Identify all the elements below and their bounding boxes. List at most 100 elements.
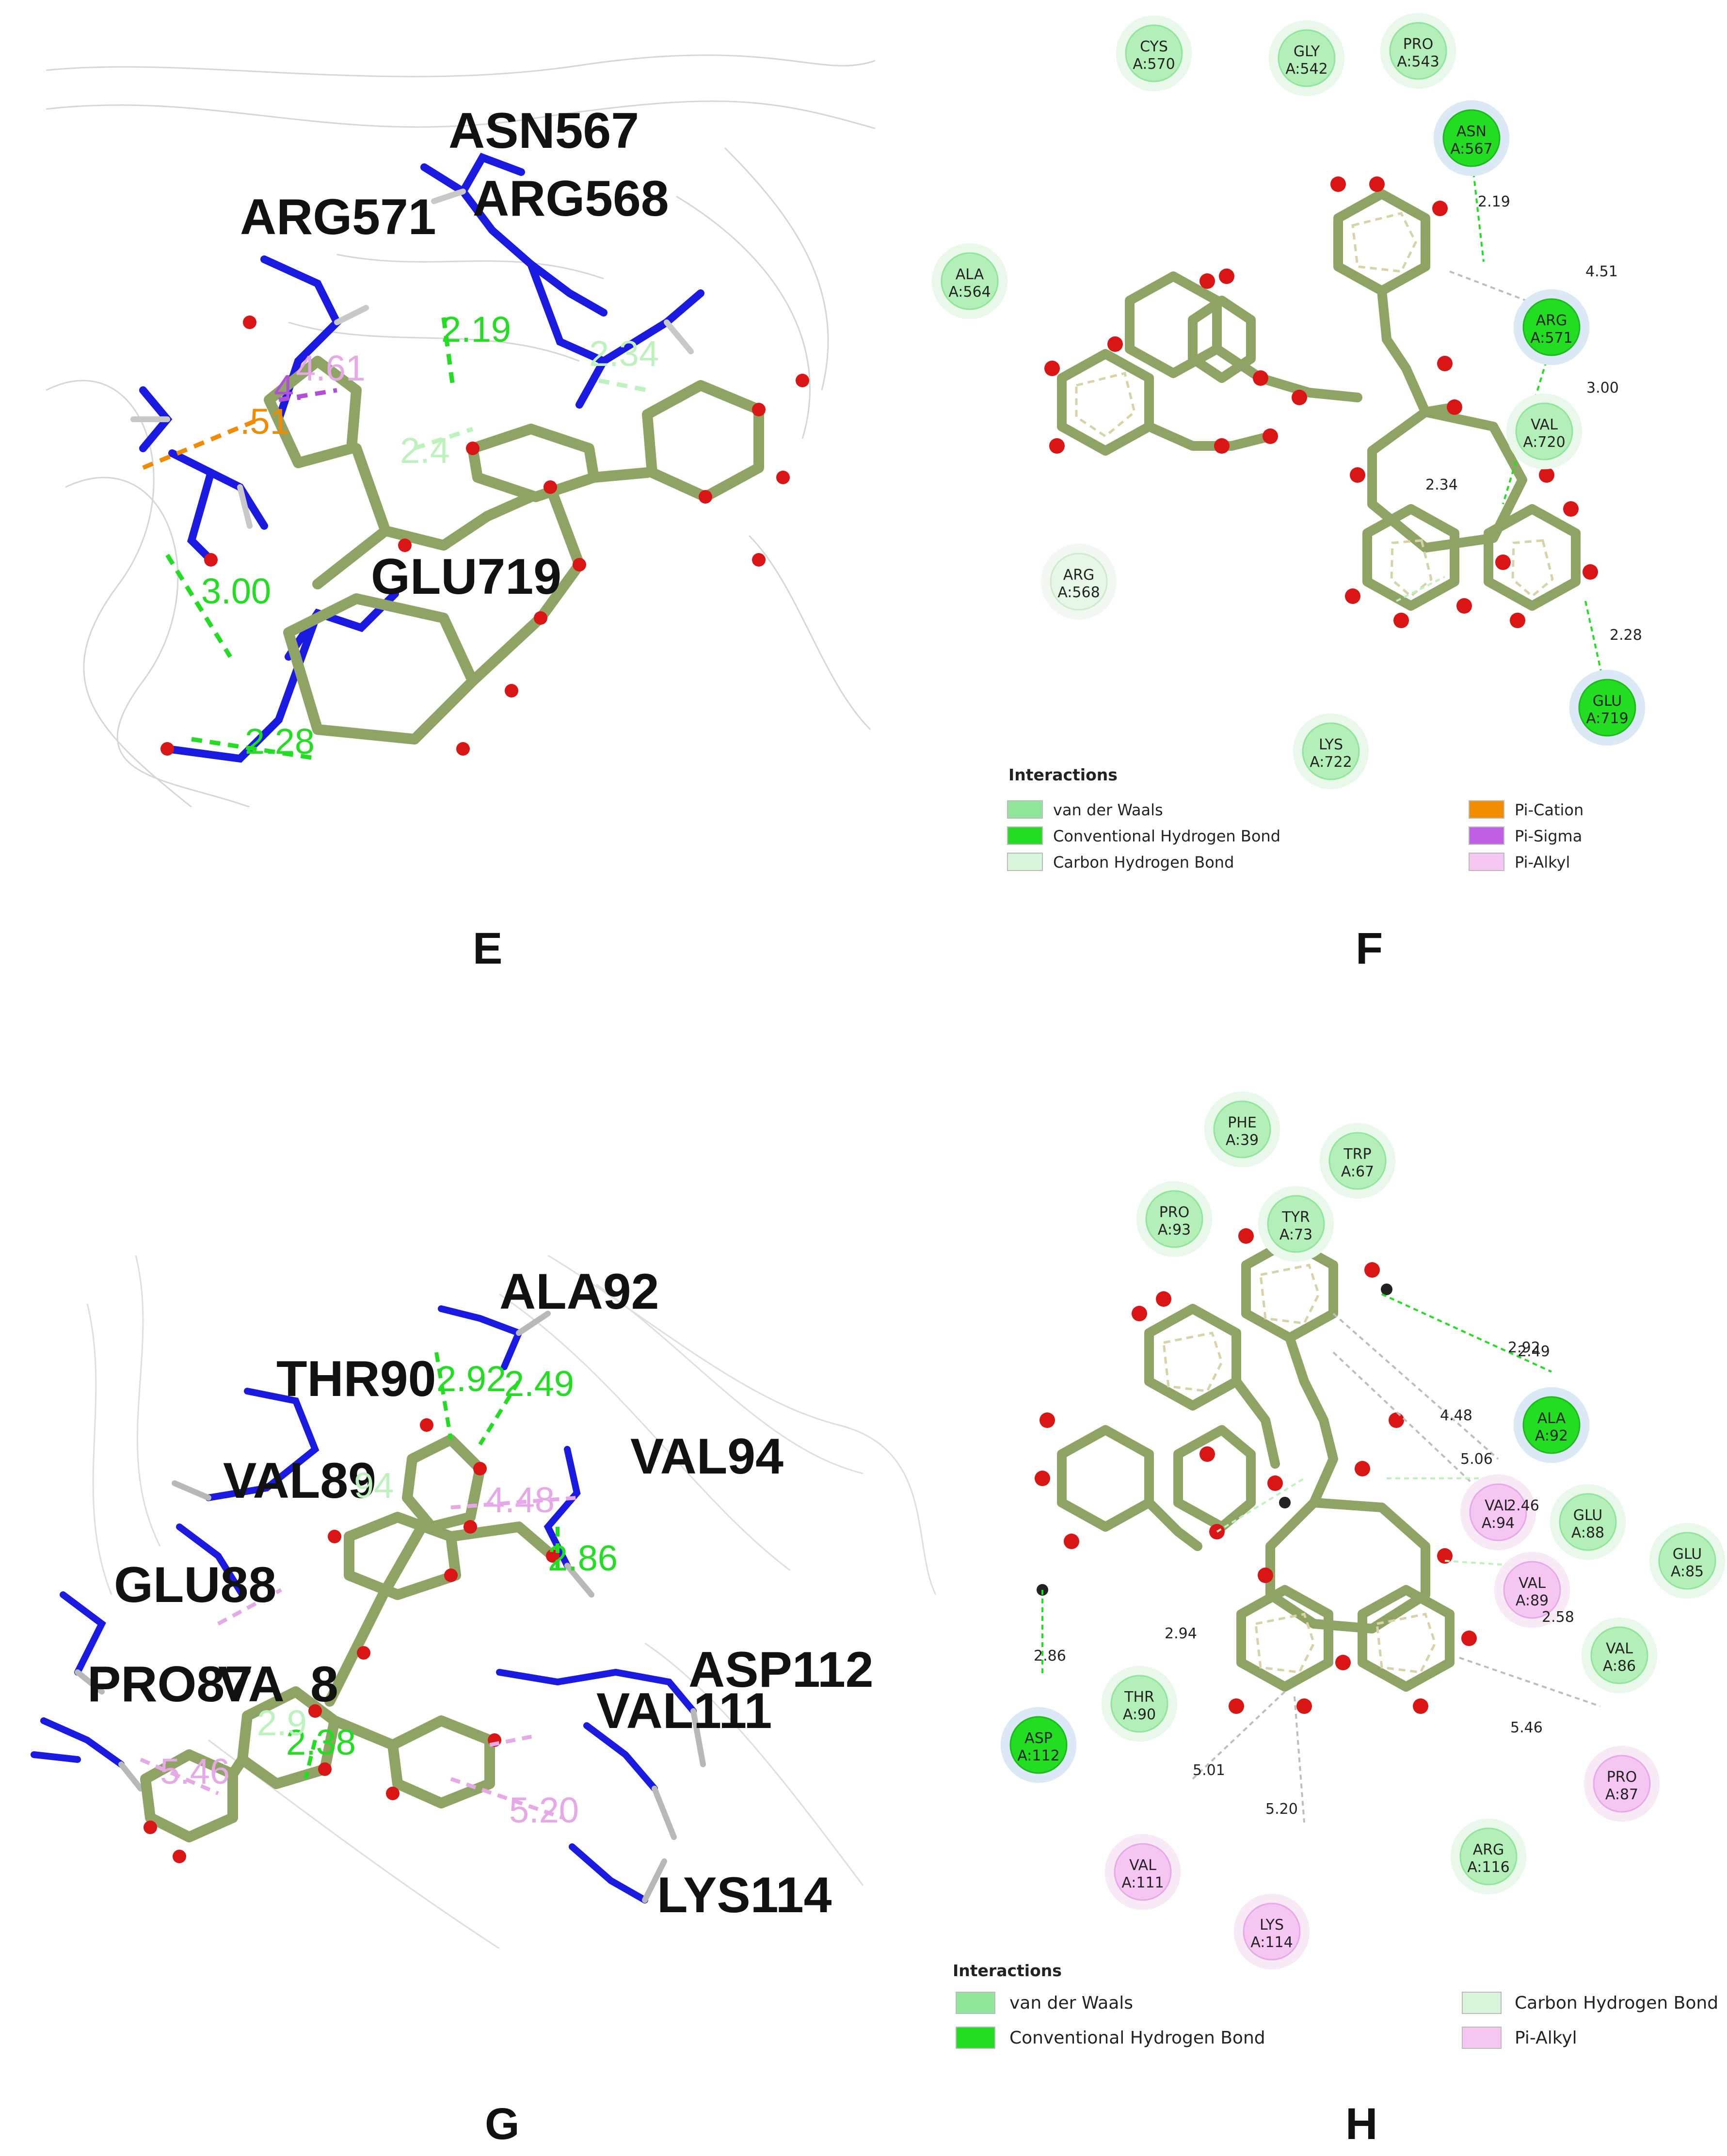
oxygen-atoms <box>160 316 809 756</box>
dist-g-520: 5.20 <box>509 1790 579 1830</box>
pi-sigma-line <box>278 388 337 402</box>
label-arg571: ARG571 <box>240 189 436 245</box>
residue-h-id-1: A:67 <box>1341 1163 1374 1180</box>
h-line-val94-pi <box>1332 1313 1499 1460</box>
g-line-ala92-b <box>478 1380 521 1446</box>
panel-letter-g: G <box>485 2099 520 2149</box>
residue-f-bubble-9 <box>1302 722 1360 780</box>
residue-f-id-9: A:722 <box>1310 754 1352 771</box>
residue-f-bubble-6 <box>1515 402 1573 460</box>
residue-f-name-0: CYS <box>1140 38 1168 55</box>
residue-h-name-0: PHE <box>1228 1114 1257 1131</box>
residue-h-bubble-0 <box>1213 1100 1271 1158</box>
h-dist-294: 2.94 <box>1165 1625 1197 1642</box>
residue-f-bubble-3 <box>1442 109 1501 167</box>
legend-h-swatch-vdw <box>956 1992 995 2014</box>
g-line-pro87-pialkyl <box>140 1758 219 1795</box>
residue-h-name-10: THR <box>1124 1689 1154 1706</box>
residue-h-bubble-13 <box>1459 1827 1518 1886</box>
panel-letter-h: H <box>1345 2099 1378 2149</box>
h-line-ala92 <box>1381 1293 1552 1373</box>
legend-f-label-vdw: van der Waals <box>1053 801 1163 819</box>
residue-h-name-6: GLU <box>1573 1507 1602 1524</box>
residue-f-bubble-2 <box>1389 22 1447 80</box>
residue-h-bubble-6 <box>1559 1493 1617 1551</box>
residue-h-id-9: A:86 <box>1603 1658 1636 1675</box>
residue-f-id-2: A:543 <box>1397 53 1439 70</box>
legend-f-label-hbond: Conventional Hydrogen Bond <box>1053 827 1280 845</box>
h-dist-501: 5.01 <box>1193 1762 1225 1779</box>
dist-e-461: 4.61 <box>296 348 366 388</box>
dist-e-234: 2.34 <box>589 333 659 374</box>
residue-f-id-6: A:720 <box>1523 434 1565 451</box>
residue-h-bubble-4 <box>1522 1396 1581 1454</box>
residue-f-name-8: GLU <box>1593 693 1622 710</box>
label-val94: VAL94 <box>630 1428 784 1485</box>
dist-e-300: 3.00 <box>201 571 271 611</box>
residue-h-bubble-8 <box>1503 1561 1561 1619</box>
panel-e-3d-view: ASN567 ARG571 ARG568 GLU719 2.19 3.00 2.… <box>46 51 875 807</box>
residue-h-name-9: VAL <box>1606 1640 1633 1657</box>
residue-h-bubble-3 <box>1267 1195 1325 1253</box>
g-line-val111-pialkyl <box>489 1733 539 1747</box>
residue-h-name-13: ARG <box>1473 1841 1504 1858</box>
residue-h-bubble-14 <box>1114 1843 1172 1901</box>
label-val89: VAL89 <box>223 1453 376 1509</box>
g-line-lys114-pialkyl <box>450 1777 563 1820</box>
residue-f-bubble-1 <box>1278 29 1336 87</box>
residue-f-name-7: ARG <box>1063 567 1095 584</box>
f-line-arg568 <box>1396 576 1445 602</box>
hbond-line-e1 <box>441 317 456 391</box>
legend-f-swatch-hbond <box>1007 826 1043 845</box>
dist-e-228: 2.28 <box>245 721 315 761</box>
legend-h-title: Interactions <box>953 1961 1062 1980</box>
residue-h-id-3: A:73 <box>1279 1226 1312 1243</box>
dist-e-24: 2.4 <box>400 430 450 471</box>
residue-h-name-8: VAL <box>1519 1575 1546 1592</box>
g-line-asp112 <box>304 1740 317 1779</box>
residue-f-id-8: A:719 <box>1586 710 1628 727</box>
pi-cation-line <box>142 417 260 470</box>
residue-h-id-14: A:111 <box>1121 1874 1164 1891</box>
panel-letter-e: E <box>473 924 503 973</box>
dist-g-29: 2.9 <box>257 1703 307 1743</box>
h-dist-246: 2.46 <box>1507 1497 1539 1514</box>
h-dist-258: 2.58 <box>1542 1609 1574 1626</box>
h-dist-506: 5.06 <box>1460 1451 1493 1468</box>
oxygen-atoms-f <box>1044 176 1598 628</box>
legend-h: Interactions van der Waals Conventional … <box>953 1961 1718 2049</box>
residue-h-id-0: A:39 <box>1226 1132 1259 1149</box>
f-dist-234: 2.34 <box>1425 476 1458 493</box>
residue-h-name-2: PRO <box>1159 1204 1190 1221</box>
legend-f: Interactions van der Waals Conventional … <box>1007 765 1583 872</box>
residue-f-name-3: ASN <box>1456 123 1487 140</box>
residue-h-id-5: A:94 <box>1482 1515 1515 1532</box>
residue-f-name-5: ARG <box>1536 312 1567 329</box>
residue-bubbles-f: CYSA:570GLYA:542PROA:543ASNA:567ALAA:564… <box>931 13 1646 790</box>
faint-hbond-line <box>598 378 648 393</box>
residue-f-name-9: LYS <box>1319 736 1343 753</box>
legend-f-title: Interactions <box>1008 765 1118 784</box>
dist-g-94: 94 <box>354 1465 394 1506</box>
label-val111: VAL111 <box>596 1683 772 1739</box>
residue-h-name-5: VAL <box>1485 1497 1512 1514</box>
residue-bubbles-h: PHEA:39TRPA:67PROA:93TYRA:73ALAA:92VALA:… <box>1000 1091 1726 1970</box>
label-thr90: THR90 <box>276 1351 436 1407</box>
h-line-val86 <box>1444 1560 1518 1567</box>
faint-hbond-line-2 <box>414 427 474 451</box>
residue-h-name-3: TYR <box>1281 1209 1310 1226</box>
h-dist-448: 4.48 <box>1440 1407 1472 1424</box>
protein-ribbon-background-g <box>86 1255 936 1949</box>
h-dist-546: 5.46 <box>1510 1719 1543 1736</box>
legend-f-label-pialkyl: Pi-Alkyl <box>1515 853 1570 872</box>
legend-f-label-picat: Pi-Cation <box>1515 801 1583 819</box>
residue-h-id-12: A:87 <box>1605 1786 1638 1803</box>
legend-h-label-vdw: van der Waals <box>1009 1993 1133 2013</box>
residue-h-bubble-12 <box>1593 1755 1651 1813</box>
residue-h-id-4: A:92 <box>1535 1427 1568 1444</box>
label-ala92: ALA92 <box>499 1264 659 1320</box>
panel-g-3d-view: ALA92 THR90 VAL94 VAL89 GLU88 PRO87 VA 8… <box>15 1255 936 1949</box>
h-dist-286: 2.86 <box>1034 1648 1066 1665</box>
dist-g-238: 2.38 <box>286 1722 356 1762</box>
